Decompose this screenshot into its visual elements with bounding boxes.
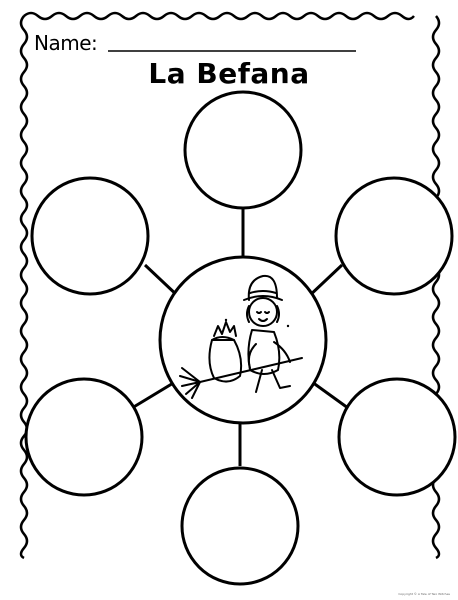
bubble-top[interactable]	[185, 92, 301, 208]
bubble-lower-right[interactable]	[339, 379, 455, 495]
bubble-center	[160, 257, 326, 423]
bubble-upper-left[interactable]	[32, 178, 148, 294]
bubble-bottom[interactable]	[182, 468, 298, 584]
name-label: Name:	[34, 31, 97, 55]
copyright-text: Copyright © A Tale of Two Witches	[398, 592, 450, 596]
bubble-lower-left[interactable]	[26, 379, 142, 495]
bubble-upper-right[interactable]	[336, 178, 452, 294]
page-title: La Befana	[0, 57, 458, 90]
